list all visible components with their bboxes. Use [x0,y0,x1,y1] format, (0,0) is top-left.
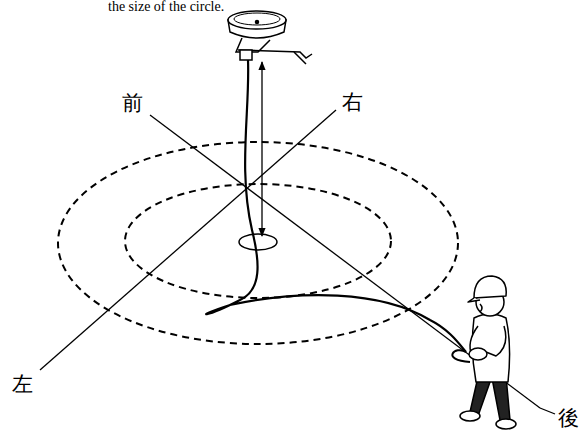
front-back-axis [150,115,540,408]
sensor-device [228,11,312,64]
caption-text: the size of the circle. [108,0,224,14]
cable [206,60,466,352]
outer-circle [58,142,458,344]
left-right-axis [40,110,336,370]
inner-circle [125,184,391,298]
center-mark [239,234,277,250]
leader-line [540,408,555,414]
direction-label: 右 [342,92,363,113]
height-arrow [261,62,262,236]
direction-label: 前 [122,93,143,114]
cable-coil [452,350,470,362]
direction-label: 左 [12,374,33,395]
direction-label: 後 [558,408,579,429]
person [460,276,516,429]
